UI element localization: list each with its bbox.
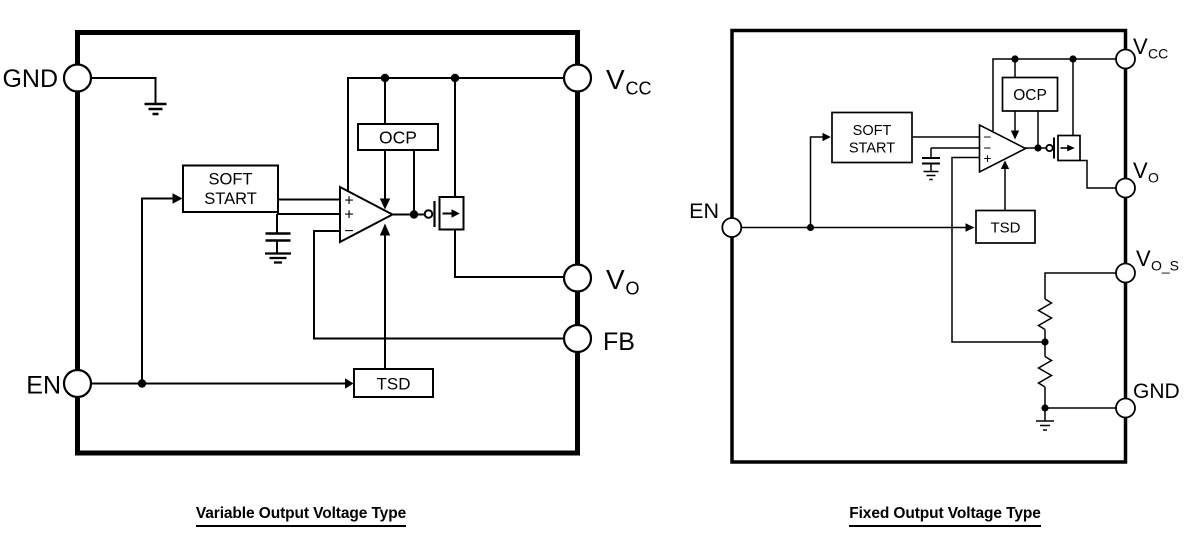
pin-label-gnd: GND [2, 65, 58, 93]
arrow-en-to-softstart [172, 193, 183, 204]
pin-vos [1115, 262, 1136, 284]
pin-gnd [62, 63, 93, 93]
ic-boundary [730, 28, 1128, 464]
wire-fet-source-vo [454, 229, 564, 278]
pin-label-vo: V [606, 264, 625, 295]
pass-transistor [1045, 134, 1081, 162]
pin-label-vcc-sub: CC [1148, 46, 1168, 62]
pass-transistor [423, 196, 465, 231]
arrow-tsd-to-comp [379, 223, 391, 236]
fixed-diagram: V CC V O V O_S GND EN SOFT START OCP TSD… [689, 28, 1180, 464]
fet-arrow-head [451, 209, 460, 218]
pin-label-vcc: V [606, 64, 625, 95]
vref-capacitor [265, 232, 291, 242]
tsd-block [975, 209, 1036, 244]
tsd-label: TSD [991, 220, 1021, 237]
soft-start-label-line1: SOFT [853, 123, 892, 139]
gate-bubble [423, 209, 434, 219]
pin-en [721, 217, 743, 238]
wire-en-branch [141, 197, 173, 384]
ic-boundary [75, 30, 580, 456]
caption-fixed-text: Fixed Output Voltage Type [849, 505, 1041, 527]
vref-ground-symbol [265, 252, 291, 264]
soft-start-label-line2: START [849, 141, 895, 157]
junction-dot [409, 210, 419, 219]
wire-feedback [951, 156, 1045, 343]
pin-vcc [562, 63, 593, 93]
error-amplifier [339, 185, 395, 244]
soft-start-block [831, 111, 913, 164]
comparator-sign-bottom: − [344, 223, 353, 240]
pin-vo [1115, 177, 1136, 199]
pin-label-vos-sub: O_S [1151, 258, 1179, 274]
divider-ground-symbol [1036, 420, 1054, 431]
comparator-sign-top: + [344, 193, 353, 210]
comparator-sign-middle: + [344, 207, 353, 224]
pin-fb [562, 323, 593, 354]
junction-dot [1034, 144, 1042, 152]
junction-dot [137, 379, 147, 388]
pin-label-gnd: GND [1133, 380, 1180, 403]
comparator-sign-bottom: + [984, 151, 992, 166]
arrow-en-to-softstart [822, 132, 831, 142]
tsd-label: TSD [377, 375, 411, 394]
wire-fet-source-vo [1080, 159, 1116, 189]
wire-vref [930, 147, 980, 171]
junction-dot [1041, 404, 1049, 412]
arrow-en-to-tsd [965, 223, 975, 232]
vref-ground-symbol [923, 170, 939, 181]
caption-variable: Variable Output Voltage Type [151, 505, 451, 527]
fet-arrow-head [1067, 144, 1075, 152]
pin-label-vo: V [1133, 158, 1148, 183]
junction-dot [380, 73, 390, 83]
arrow-en-to-tsd [345, 378, 354, 389]
junction-dot [806, 223, 815, 232]
wire-vcc-rail [347, 77, 564, 191]
junction-dot [1041, 338, 1049, 346]
pin-label-vo-sub: O [1148, 170, 1159, 186]
wire-gnd-stub [91, 77, 157, 103]
arrow-ocp-to-comp [1010, 130, 1020, 140]
pin-label-en: EN [689, 199, 719, 223]
wire-vos-in [1044, 272, 1116, 299]
pin-en [62, 368, 93, 399]
error-amplifier [978, 123, 1028, 174]
pin-label-vos: V [1136, 246, 1151, 271]
ocp-block [357, 123, 439, 151]
ground-symbol [144, 102, 167, 116]
arrow-ocp-to-comp [379, 198, 391, 210]
caption-variable-text: Variable Output Voltage Type [195, 505, 406, 527]
wire-en-branch [809, 136, 823, 228]
soft-start-label-line1: SOFT [209, 171, 253, 189]
soft-start-block [182, 164, 279, 213]
ocp-label: OCP [379, 128, 417, 148]
pin-label-vcc: V [1133, 34, 1148, 59]
caption-fixed: Fixed Output Voltage Type [795, 505, 1095, 527]
pin-label-vcc-sub: CC [626, 79, 652, 99]
wire-vref [276, 213, 340, 254]
ocp-label: OCP [1013, 87, 1047, 104]
soft-start-label-line2: START [204, 190, 257, 208]
variable-diagram: GND V CC V O FB EN SOFT START OCP TSD + … [2, 30, 652, 456]
tsd-block [353, 368, 434, 398]
ocp-block [1001, 76, 1059, 112]
pin-label-fb: FB [603, 328, 635, 356]
arrow-tsd-to-comp [1000, 160, 1010, 169]
junction-dot [1011, 55, 1019, 63]
pin-label-en: EN [26, 372, 61, 400]
pin-label-vo-sub: O [626, 279, 640, 299]
junction-dot [450, 73, 460, 83]
vref-capacitor [922, 157, 940, 165]
pin-vo [562, 263, 593, 293]
junction-dot [1069, 55, 1077, 63]
pin-vcc [1115, 48, 1136, 70]
comparator-sign-top: − [984, 130, 992, 145]
pin-gnd [1115, 397, 1136, 419]
gate-bubble [1045, 143, 1054, 153]
wire-fb-feedback [313, 230, 564, 340]
comparator-sign-middle: − [984, 141, 992, 156]
